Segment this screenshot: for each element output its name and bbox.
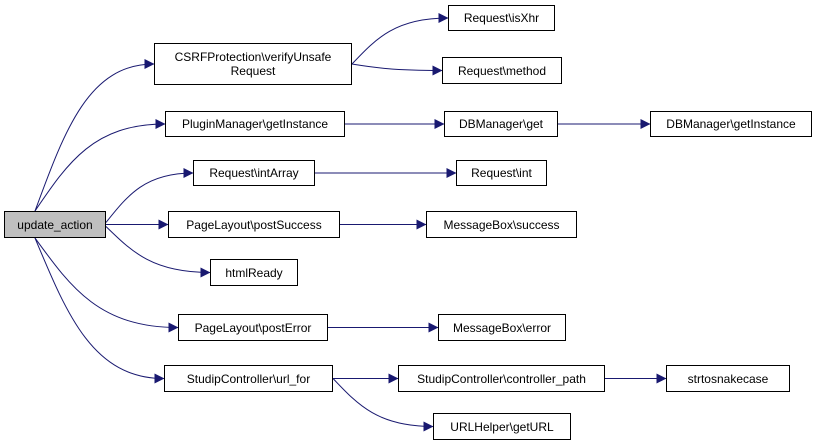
edge-csrf-to-method (351, 63, 443, 76)
node-plugin-manager-get-instance[interactable]: PluginManager\getInstance (165, 111, 345, 137)
edge-urlFor-to-getURL (332, 378, 434, 432)
node-label: PageLayout\postSuccess (186, 217, 322, 232)
call-edges (34, 13, 667, 432)
node-db-manager-get-instance[interactable]: DBManager\getInstance (650, 111, 812, 137)
node-studip-controller-url-for[interactable]: StudipController\url_for (164, 365, 333, 392)
node-label: DBManager\getInstance (666, 117, 796, 131)
edge-update_action-to-urlFor (34, 237, 165, 384)
edge-update_action-to-intArray (105, 168, 194, 223)
node-label: MessageBox\success (443, 217, 560, 232)
node-request-int-array[interactable]: Request\intArray (193, 160, 315, 186)
node-url-helper-get-url[interactable]: URLHelper\getURL (433, 413, 571, 440)
node-label: Request\int (471, 166, 532, 180)
node-label: StudipController\url_for (186, 371, 311, 386)
node-label: Request\method (457, 63, 547, 78)
edge-update_action-to-postError (34, 237, 179, 333)
node-strtosnakecase[interactable]: strtosnakecase (666, 365, 790, 392)
node-request-int[interactable]: Request\int (456, 160, 547, 186)
node-label: CSRFProtection\verifyUnsafe (174, 50, 332, 64)
edge-csrf-to-isXhr (351, 13, 449, 65)
node-request-method[interactable]: Request\method (442, 57, 562, 84)
node-label: URLHelper\getURL (450, 419, 554, 434)
node-label: PageLayout\postError (194, 320, 312, 335)
node-request-is-xhr[interactable]: Request\isXhr (448, 5, 555, 31)
node-label: MessageBox\error (452, 320, 552, 335)
node-label: StudipController\controller_path (417, 371, 586, 386)
node-label: strtosnakecase (687, 371, 769, 386)
edge-update_action-to-pm (34, 119, 166, 212)
node-page-layout-post-success[interactable]: PageLayout\postSuccess (168, 211, 340, 238)
node-label: DBManager\get (458, 117, 544, 131)
node-label: Request\isXhr (463, 11, 540, 25)
edge-update_action-to-htmlReady (105, 226, 211, 278)
node-message-box-error[interactable]: MessageBox\error (438, 314, 566, 341)
node-label: Request\intArray (209, 166, 299, 180)
node-label-line2: Request (230, 64, 276, 78)
node-csrf-verify-unsafe-request[interactable]: CSRFProtection\verifyUnsafe Request (154, 43, 352, 85)
node-db-manager-get[interactable]: DBManager\get (444, 111, 558, 137)
node-label: htmlReady (225, 265, 283, 280)
node-html-ready[interactable]: htmlReady (210, 259, 298, 286)
node-message-box-success[interactable]: MessageBox\success (426, 211, 577, 238)
node-update-action: update_action (4, 211, 106, 238)
node-label: update_action (17, 217, 93, 232)
node-studip-controller-controller-path[interactable]: StudipController\controller_path (398, 365, 605, 392)
edge-update_action-to-csrf (34, 59, 155, 212)
node-label: PluginManager\getInstance (181, 117, 329, 131)
node-page-layout-post-error[interactable]: PageLayout\postError (178, 314, 328, 341)
